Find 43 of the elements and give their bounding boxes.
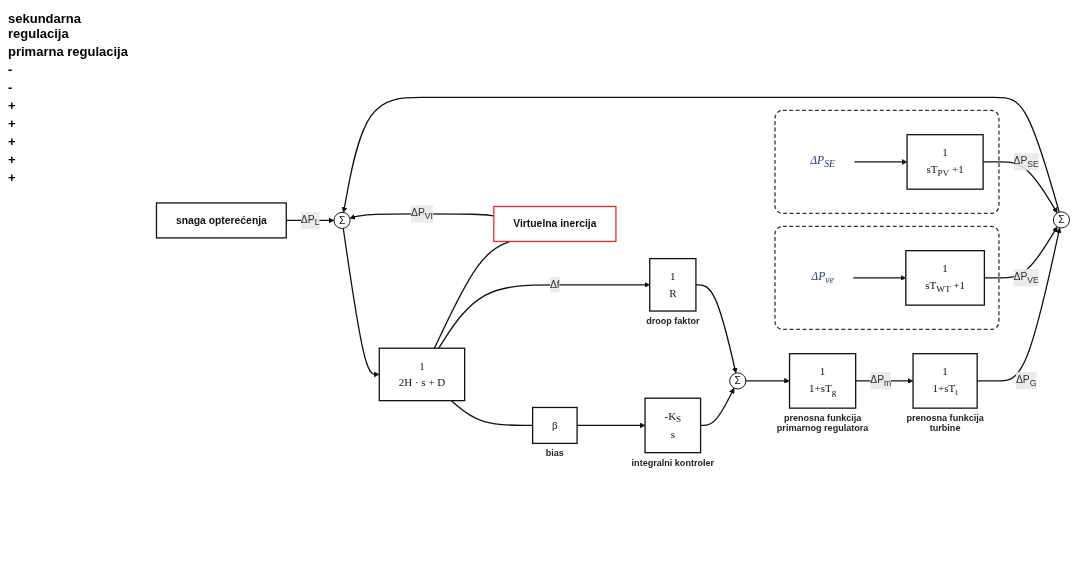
sign-label: + (8, 152, 17, 167)
cluster (774, 109, 1000, 215)
node-circle: Σ (729, 372, 747, 390)
arrow (695, 284, 738, 374)
connector (433, 240, 511, 349)
edge-label: ΔP$_{L}$ (300, 213, 320, 228)
edge-label: ΔP$_{m}$ (870, 374, 892, 388)
edge-label: Δf (549, 278, 560, 290)
node-box: β (532, 406, 578, 444)
block-caption: integralni kontroler (631, 457, 715, 468)
edge-label: ΔP$_{VE}$ (1013, 270, 1039, 285)
edge-label: ΔP$_{G}$ (1015, 374, 1037, 388)
note-text: primarna regulacija (8, 44, 129, 59)
block-caption: droop faktor (646, 315, 700, 326)
node-box: snaga opterećenja (155, 202, 287, 239)
node-box: 1 sT$_{WT}$ +1 (905, 249, 986, 306)
node-box: 1 1+sT$_{t}$ (912, 352, 978, 409)
sign-label: - (8, 62, 14, 77)
edge-label: ΔP$_{SE}$ (1013, 155, 1039, 169)
block-caption: bias (545, 448, 564, 459)
cluster (774, 225, 1000, 330)
node-circle: Σ (333, 211, 351, 229)
edge-label: ΔP$_{VI}$ (410, 207, 433, 221)
sign-label: + (8, 116, 17, 131)
block-caption: prenosna funkcija primarnog regulatora (776, 413, 869, 434)
arrow (745, 378, 790, 384)
node-text: ΔP$_{SE}$ (810, 154, 835, 170)
block-caption: prenosna funkcija turbine (906, 413, 984, 434)
sign-label: + (8, 170, 17, 185)
node-box: Virtuelna inercija (493, 205, 617, 243)
sign-label: + (8, 134, 17, 149)
node-circle: Σ (1052, 211, 1070, 229)
arrow (438, 281, 650, 349)
node-box: 1 R (649, 257, 697, 312)
node-box: -K$_{S}$ s (644, 397, 702, 454)
arrow (342, 227, 380, 378)
node-box: 1 2H · s + D (378, 347, 466, 402)
arrow (853, 159, 908, 165)
node-box: 1 sT$_{PV}$ +1 (906, 134, 984, 190)
sign-label: + (8, 98, 17, 113)
node-box: 1 1+sT$_{g}$ (788, 352, 857, 409)
node-text: ΔP$_{ve}$ (811, 270, 834, 286)
sign-label: - (8, 80, 14, 95)
